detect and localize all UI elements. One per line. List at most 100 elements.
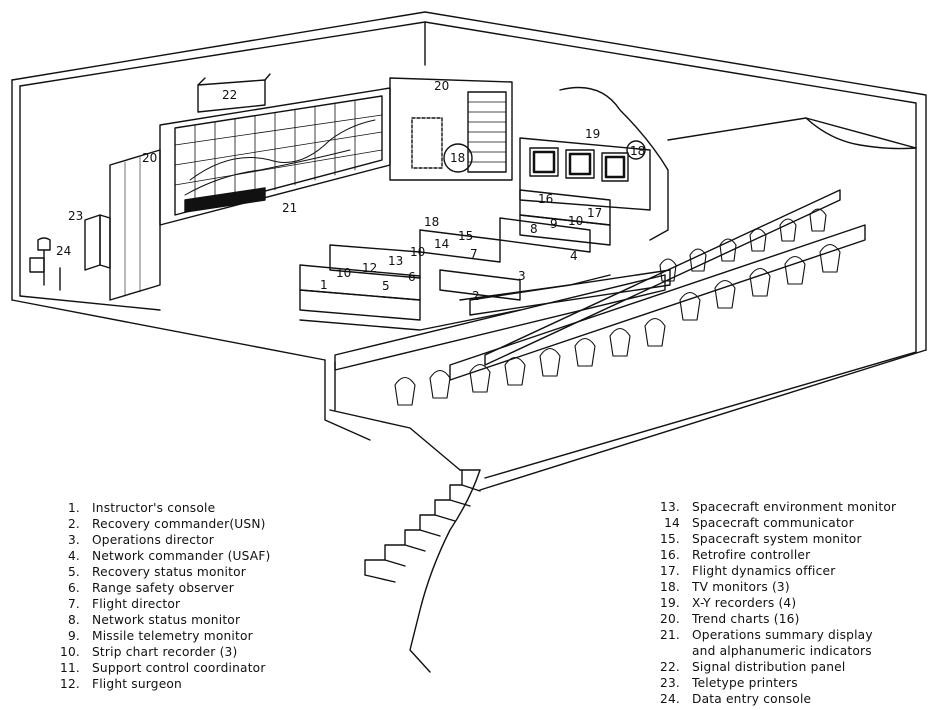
legend-number: 11. <box>60 661 80 675</box>
legend-item: 20. Trend charts (16) <box>652 611 896 627</box>
callout-2: 2 <box>472 289 480 303</box>
legend-label: Recovery commander(USN) <box>92 517 266 531</box>
console-rows <box>299 189 671 331</box>
legend-item: 3.Operations director <box>56 532 271 548</box>
legend-number: 20. <box>660 612 680 626</box>
signal-distribution-panel <box>197 73 271 113</box>
callout-22: 22 <box>222 88 237 102</box>
callout-18-c: 18 <box>630 144 645 158</box>
legend-label: Spacecraft system monitor <box>692 532 862 546</box>
callout-6: 6 <box>408 270 416 284</box>
callout-13: 13 <box>388 254 403 268</box>
legend-item: 19.X-Y recorders (4) <box>652 595 896 611</box>
legend-item: 22. Signal distribution panel <box>652 659 896 675</box>
legend-item: 14 Spacecraft communicator <box>652 515 896 531</box>
legend-item: 5.Recovery status monitor <box>56 564 271 580</box>
legend-number: 12. <box>60 677 80 691</box>
legend-number: 2. <box>67 517 80 531</box>
legend-item: 21. Operations summary display <box>652 627 896 643</box>
callout-23: 23 <box>68 209 83 223</box>
callout-labels: 1 2 3 4 5 6 7 8 9 10 10 10 12 13 14 15 1… <box>56 79 645 303</box>
legend-number: 9. <box>67 629 80 643</box>
callout-21: 21 <box>282 201 297 215</box>
callout-4: 4 <box>570 249 578 263</box>
legend-number: 5. <box>67 565 80 579</box>
legend-item: and alphanumeric indicators <box>652 643 896 659</box>
legend-item: 2. Recovery commander(USN) <box>56 516 271 532</box>
legend-label: TV monitors (3) <box>692 580 790 594</box>
callout-9: 9 <box>550 217 558 231</box>
legend-item: 9. Missile telemetry monitor <box>56 628 271 644</box>
legend-item: 4.Network commander (USAF) <box>56 548 271 564</box>
legend-label: Operations summary display <box>692 628 873 642</box>
legend-label: Network commander (USAF) <box>92 549 271 563</box>
legend-label: Data entry console <box>692 692 812 706</box>
legend-number: 3. <box>67 533 80 547</box>
legend-label: Flight surgeon <box>92 677 182 691</box>
legend-number: 6. <box>67 581 80 595</box>
legend-item: 17. Flight dynamics officer <box>652 563 896 579</box>
callout-10-b: 10 <box>410 245 425 259</box>
legend-number: 10. <box>60 645 80 659</box>
legend-label: Range safety observer <box>92 581 234 595</box>
legend-item: 15. Spacecraft system monitor <box>652 531 896 547</box>
trend-charts-panel <box>389 77 513 181</box>
legend-item: 18. TV monitors (3) <box>652 579 896 595</box>
legend-item: 6. Range safety observer <box>56 580 271 596</box>
staircase <box>364 469 481 673</box>
callout-16: 16 <box>538 192 553 206</box>
legend-number: 18. <box>660 580 680 594</box>
legend-label: and alphanumeric indicators <box>692 644 872 658</box>
legend-label: Retrofire controller <box>692 548 811 562</box>
callout-20-a: 20 <box>142 151 157 165</box>
callout-7: 7 <box>470 247 478 261</box>
callout-10-a: 10 <box>336 266 351 280</box>
legend-item: 1.Instructor's console <box>56 500 271 516</box>
legend-number: 17. <box>660 564 680 578</box>
legend-label: Instructor's console <box>92 501 216 515</box>
callout-17: 17 <box>587 206 602 220</box>
legend-label: Strip chart recorder (3) <box>92 645 238 659</box>
legend-number <box>652 643 680 659</box>
legend-number: 14 <box>664 516 680 530</box>
callout-10-c: 10 <box>568 214 583 228</box>
callout-18-b: 18 <box>450 151 465 165</box>
room-walls <box>11 11 927 491</box>
callout-12: 12 <box>362 261 377 275</box>
legend-number: 7. <box>67 597 80 611</box>
legend-number: 24. <box>660 692 680 706</box>
legend-label: Trend charts (16) <box>692 612 800 626</box>
callout-20-b: 20 <box>434 79 449 93</box>
legend-label: Support control coordinator <box>92 661 266 675</box>
callout-14: 14 <box>434 237 449 251</box>
legend-label: Signal distribution panel <box>692 660 846 674</box>
legend-item: 24. Data entry console <box>652 691 896 707</box>
xy-recorders-wall <box>519 86 669 241</box>
callout-24: 24 <box>56 244 71 258</box>
legend-item: 13.Spacecraft environment monitor <box>652 499 896 515</box>
legend-number: 19. <box>660 596 680 610</box>
callout-5: 5 <box>382 279 390 293</box>
legend-number: 15. <box>660 532 680 546</box>
legend-label: Flight dynamics officer <box>692 564 836 578</box>
legend-number: 8. <box>67 613 80 627</box>
callout-1: 1 <box>320 278 328 292</box>
legend-item: 7.Flight director <box>56 596 271 612</box>
callout-18-a: 18 <box>424 215 439 229</box>
legend-label: Spacecraft communicator <box>692 516 854 530</box>
teletype-area <box>29 214 111 291</box>
legend-item: 11. Support control coordinator <box>56 660 271 676</box>
legend-label: Missile telemetry monitor <box>92 629 253 643</box>
callout-3: 3 <box>518 269 526 283</box>
legend-number: 21. <box>660 628 680 642</box>
legend-number: 22. <box>660 660 680 674</box>
legend-item: 10. Strip chart recorder (3) <box>56 644 271 660</box>
legend-item: 16.Retrofire controller <box>652 547 896 563</box>
legend-item: 12. Flight surgeon <box>56 676 271 692</box>
legend-label: Spacecraft environment monitor <box>692 500 897 514</box>
legend-number: 23. <box>660 676 680 690</box>
viewer-galleries <box>334 189 866 406</box>
